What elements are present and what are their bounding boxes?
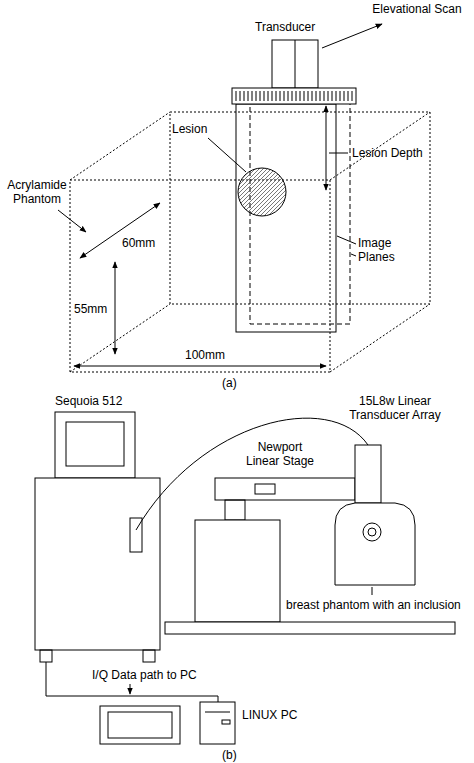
transducer-elements: [280, 91, 281, 101]
transducer-elements: [276, 91, 277, 101]
transducer-elements: [352, 91, 353, 101]
transducer-elements: [236, 91, 352, 101]
label: breast phantom with an inclusion: [286, 598, 461, 612]
transducer-elements: [288, 91, 289, 101]
linear-transducer: [355, 445, 381, 503]
label: Lesion: [172, 122, 207, 136]
label: Lesion Depth: [352, 146, 423, 160]
label: LINUX PC: [242, 708, 297, 722]
transducer-elements: [312, 91, 313, 101]
linear-stage: [165, 622, 455, 634]
transducer-elements: [344, 91, 345, 101]
linear-stage: [225, 500, 245, 520]
label: Image Planes: [358, 236, 413, 264]
transducer-elements: [336, 91, 337, 101]
linear-stage: [255, 484, 275, 494]
transducer: [232, 88, 356, 104]
label: 55mm: [74, 302, 107, 316]
label: Sequoia 512: [55, 394, 122, 408]
transducer-elements: [248, 91, 249, 101]
ultrasound-machine: [35, 412, 160, 662]
transducer-elements: [268, 91, 269, 101]
transducer-elements: [324, 91, 325, 101]
linux-pc: [100, 706, 180, 744]
transducer-elements: [240, 91, 241, 101]
illustration: [35, 24, 455, 744]
dimension-arrow: [74, 366, 326, 367]
ultrasound-machine: [143, 650, 155, 662]
breast-phantom: [368, 528, 376, 536]
label: (b): [222, 748, 237, 762]
data-arrow: [130, 684, 131, 694]
leader-line: [337, 236, 356, 244]
label: 15L8w Linear Transducer Array: [340, 394, 450, 422]
transducer-elements: [328, 91, 329, 101]
linux-pc: [205, 712, 230, 713]
label: 60mm: [122, 236, 155, 250]
leader-line: [329, 153, 348, 154]
transducer-elements: [316, 91, 317, 101]
label: Transducer: [255, 20, 315, 34]
image-planes: [236, 96, 350, 332]
linux-pc: [108, 712, 172, 738]
transducer-elements: [304, 91, 305, 101]
ultrasound-machine: [55, 412, 135, 478]
label: Elevational Scan: [372, 2, 462, 16]
ultrasound-machine: [40, 650, 52, 662]
transducer: [232, 40, 356, 104]
ultrasound-machine: [35, 478, 160, 650]
data-wire: [46, 662, 218, 702]
transducer-elements: [320, 91, 321, 101]
breast-phantom: [363, 523, 381, 541]
depth-arrow: [326, 106, 327, 190]
transducer-elements: [244, 91, 245, 101]
leader-line: [351, 254, 356, 256]
transducer-elements: [272, 91, 273, 101]
phantom-box: [70, 180, 330, 372]
label: I/Q Data path to PC: [92, 668, 197, 682]
transducer-elements: [292, 91, 293, 101]
linux-pc: [200, 702, 235, 744]
leader-arrow: [58, 210, 86, 232]
linux-pc: [100, 702, 235, 744]
leader-line: [208, 138, 246, 172]
ultrasound-machine: [66, 422, 124, 466]
breast-phantom: [335, 503, 415, 585]
label: (a): [222, 376, 237, 390]
linear-stage: [195, 520, 280, 622]
transducer-elements: [264, 91, 265, 101]
phantom-box: [330, 304, 430, 372]
transducer-elements: [332, 91, 333, 101]
lesion: [238, 168, 286, 216]
dimension-arrow: [80, 203, 160, 258]
label: 100mm: [185, 348, 225, 362]
transducer-elements: [260, 91, 261, 101]
transducer-elements: [348, 91, 349, 101]
transducer-elements: [252, 91, 253, 101]
transducer-elements: [308, 91, 309, 101]
breast-phantom: [335, 503, 415, 585]
linux-pc: [222, 720, 230, 724]
leader-line: [372, 587, 373, 595]
image-planes: [236, 104, 336, 332]
dimension-arrow: [115, 262, 116, 354]
probe-cable: [136, 418, 368, 530]
label: Newport Linear Stage: [240, 440, 320, 468]
transducer-elements: [296, 91, 297, 101]
linear-stage: [215, 478, 355, 500]
transducer-elements: [236, 91, 237, 101]
transducer-elements: [284, 91, 285, 101]
transducer: [272, 40, 318, 88]
phantom-box: [70, 112, 170, 180]
scan-arrow: [322, 24, 382, 48]
transducer-elements: [256, 91, 257, 101]
phantom-box: [170, 112, 430, 304]
phantom-box: [330, 112, 430, 180]
transducer-elements: [340, 91, 341, 101]
transducer: [295, 40, 296, 88]
transducer-elements: [300, 91, 301, 101]
label: Acrylamide Phantom: [2, 178, 72, 206]
